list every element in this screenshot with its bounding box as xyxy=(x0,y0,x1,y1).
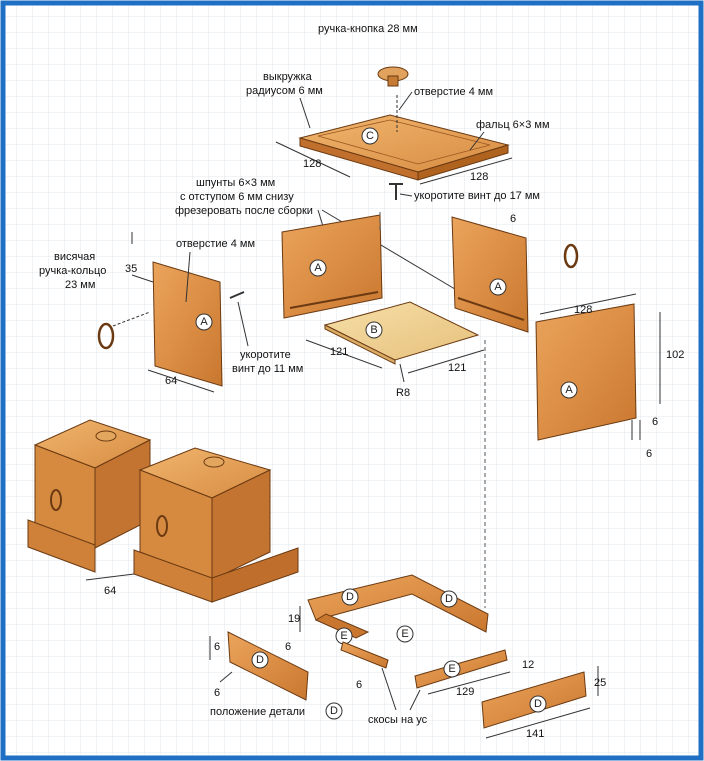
dim-base-6b: 6 xyxy=(285,641,291,653)
strip-d-right-label: D xyxy=(534,698,542,710)
dim-radius: R8 xyxy=(396,387,410,399)
label-rabbet: фальц 6×3 мм xyxy=(476,119,550,131)
dim-e-12: 12 xyxy=(522,659,534,671)
base-part-label-d1: D xyxy=(346,591,354,603)
bottom-part-label: B xyxy=(370,324,377,336)
label-shorten-11-2: винт до 11 мм xyxy=(232,363,303,375)
label-hole-left: отверстие 4 мм xyxy=(176,238,255,250)
dim-base-6d: 6 xyxy=(214,687,220,699)
panel-a-label-1: A xyxy=(314,262,322,274)
dim-base-6a: 6 xyxy=(214,641,220,653)
dim-side-35: 35 xyxy=(125,263,137,275)
dim-pin-6a: 6 xyxy=(652,416,658,428)
strip-d-left: D xyxy=(227,631,309,701)
label-ring-2: ручка-кольцо xyxy=(39,265,106,277)
dim-panel-w: 128 xyxy=(574,304,592,316)
base-part-label-d2: D xyxy=(445,593,453,605)
panel-a-label-4: A xyxy=(565,384,573,396)
dim-base-6c: 6 xyxy=(356,679,362,691)
strip-e-middle xyxy=(340,641,389,669)
bottom-part-b: B xyxy=(323,301,480,365)
panel-a-back-right: A xyxy=(451,216,529,333)
base-part-label-e2: E xyxy=(401,628,408,640)
label-ring-1: висячая xyxy=(54,251,95,263)
strip-e-right: E xyxy=(414,649,508,689)
dim-base-19: 19 xyxy=(288,613,300,625)
ring-handle-icon xyxy=(563,243,579,269)
lid-part-c: C xyxy=(298,95,510,181)
strip-d-right: D xyxy=(481,671,587,729)
label-splines-2: с отступом 6 мм снизу xyxy=(180,191,294,203)
label-splines-3: фрезеровать после сборки xyxy=(175,205,313,217)
ring-handle-left-icon xyxy=(97,311,151,350)
base-frame-assembly: D D E E xyxy=(307,574,489,645)
label-knob: ручка-кнопка 28 мм xyxy=(318,23,418,35)
label-part-position-d: D xyxy=(330,705,338,717)
screw-icon xyxy=(389,183,403,200)
dim-panel-h: 102 xyxy=(666,349,684,361)
dim-side-64: 64 xyxy=(165,375,177,387)
panel-a-label-2: A xyxy=(494,281,502,293)
screw-left-icon xyxy=(229,291,245,299)
dim-box-64: 64 xyxy=(104,585,116,597)
base-part-label-e1: E xyxy=(340,630,347,642)
dim-e-129: 129 xyxy=(456,686,474,698)
assembled-box-right xyxy=(133,447,299,603)
panel-a-back-left: A xyxy=(281,214,383,319)
dim-bottom-w: 121 xyxy=(330,346,348,358)
label-cove-2: радиусом 6 мм xyxy=(246,85,323,97)
dim-d-141: 141 xyxy=(526,728,544,740)
label-ring-3: 23 мм xyxy=(65,279,95,291)
dim-slot-6: 6 xyxy=(510,213,516,225)
panel-a-label-3: A xyxy=(200,316,208,328)
dim-pin-6b: 6 xyxy=(646,448,652,460)
label-cove-1: выкружка xyxy=(263,71,313,83)
dim-d-25: 25 xyxy=(594,677,606,689)
strip-d-left-label: D xyxy=(256,654,264,666)
panel-a-left: A xyxy=(152,261,223,387)
strip-e-right-label: E xyxy=(448,663,455,675)
panel-a-front: A xyxy=(535,303,637,441)
label-part-position: положение детали xyxy=(210,706,305,718)
dim-bottom-d: 121 xyxy=(448,362,466,374)
dim-lid-depth: 128 xyxy=(470,171,488,183)
lid-part-label: C xyxy=(366,130,374,142)
label-hole-top: отверстие 4 мм xyxy=(414,86,493,98)
label-splines-1: шпунты 6×3 мм xyxy=(196,177,275,189)
label-shorten-17: укоротите винт до 17 мм xyxy=(414,190,540,202)
assembled-box-left xyxy=(27,419,152,573)
label-shorten-11-1: укоротите xyxy=(240,349,291,361)
knob-icon xyxy=(377,66,409,87)
label-miters: скосы на ус xyxy=(368,714,428,726)
dim-lid-width: 128 xyxy=(303,158,321,170)
